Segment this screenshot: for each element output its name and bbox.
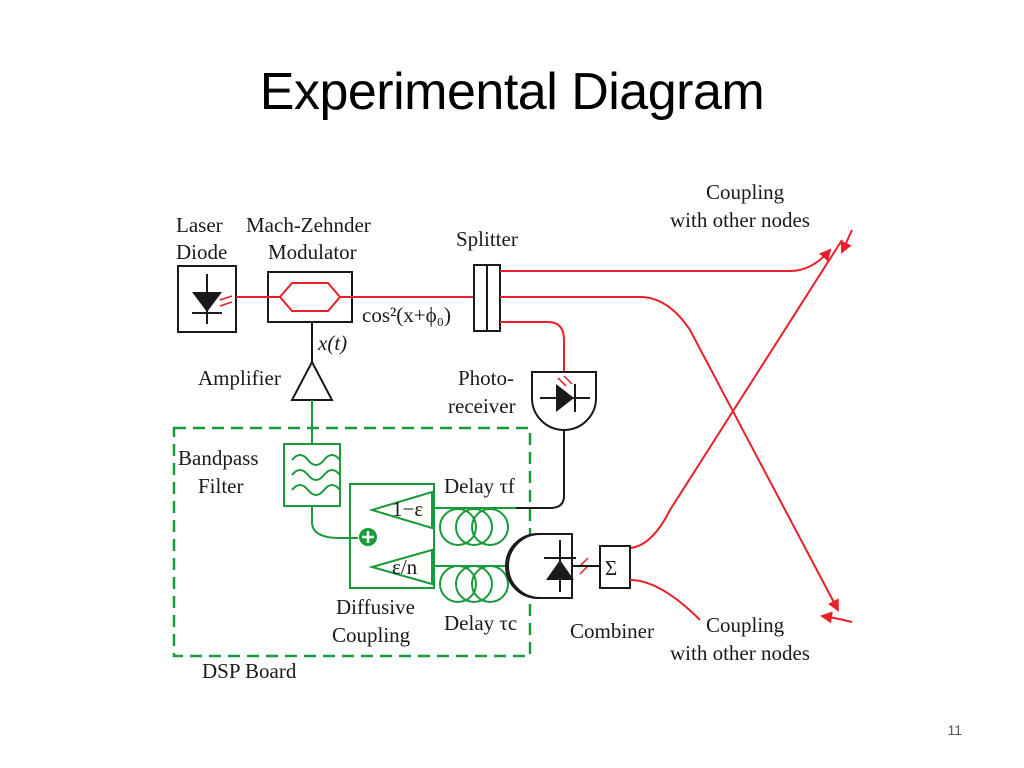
dsp-board bbox=[172, 426, 532, 658]
coupling-bottom-label-2: with other nodes bbox=[670, 641, 810, 665]
page-number: 11 bbox=[947, 722, 962, 738]
optical-path-cross-up bbox=[629, 239, 843, 549]
laser-diode bbox=[177, 265, 237, 333]
mzm-label-1: Mach-Zehnder bbox=[246, 213, 371, 237]
xt-label: x(t) bbox=[317, 331, 347, 355]
slide-title: Experimental Diagram bbox=[259, 63, 765, 121]
photoreceiver-to-delay bbox=[516, 430, 565, 509]
coupling-top-label-2: with other nodes bbox=[670, 208, 810, 232]
bandpass-label-2: Filter bbox=[198, 474, 244, 498]
optical-path-to-photoreceiver bbox=[500, 321, 565, 372]
amplifier bbox=[290, 322, 334, 444]
combiner-label: Combiner bbox=[570, 619, 654, 643]
delay-f-label: Delay τf bbox=[444, 474, 515, 498]
bandpass-label-1: Bandpass bbox=[178, 446, 259, 470]
optical-path-cross-down bbox=[500, 296, 839, 612]
mzm-label-2: Modulator bbox=[268, 240, 357, 264]
photoreceiver-label-1: Photo- bbox=[458, 366, 514, 390]
diffusive-coupling bbox=[349, 483, 435, 589]
combiner-in-bottom bbox=[629, 579, 701, 621]
delay-c-label: Delay τc bbox=[444, 611, 517, 635]
laser-label-2: Diode bbox=[176, 240, 227, 264]
delay-coil-f bbox=[434, 507, 516, 546]
laser-label-1: Laser bbox=[176, 213, 223, 237]
coupling-bottom-label-1: Coupling bbox=[706, 613, 785, 637]
filter-to-sum bbox=[311, 506, 358, 539]
diffusive-label-2: Coupling bbox=[332, 623, 411, 647]
splitter-label: Splitter bbox=[456, 227, 518, 251]
photoreceiver-label-2: receiver bbox=[448, 394, 516, 418]
coupling-in-bottom bbox=[820, 611, 853, 624]
splitter bbox=[473, 264, 501, 332]
coupling-top-label-1: Coupling bbox=[706, 180, 785, 204]
optical-path-top-out bbox=[500, 248, 832, 272]
photoreceiver bbox=[531, 371, 597, 431]
dsp-board-label: DSP Board bbox=[202, 659, 297, 683]
gain-top: 1−ε bbox=[392, 497, 423, 521]
coupling-in-top bbox=[840, 229, 853, 254]
bandpass-filter bbox=[283, 443, 341, 507]
combiner-sigma: Σ bbox=[605, 556, 617, 580]
mach-zehnder-modulator bbox=[236, 271, 474, 323]
cos-expression: cos²(x+ϕ₀) bbox=[362, 303, 451, 327]
amplifier-label: Amplifier bbox=[198, 366, 281, 390]
combiner bbox=[505, 533, 631, 599]
diffusive-label-1: Diffusive bbox=[336, 595, 415, 619]
gain-bottom: ε/n bbox=[392, 555, 418, 579]
